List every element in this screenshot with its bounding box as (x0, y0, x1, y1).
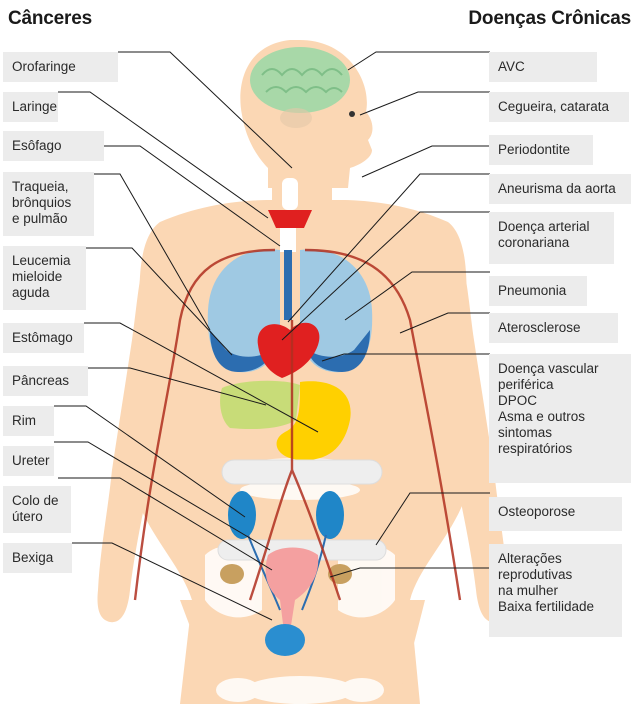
chronic-label-vascular-dpoc-asma: Doença vascular periférica DPOC Asma e o… (489, 354, 631, 483)
eye (349, 111, 355, 117)
chronic-label-cegueira: Cegueira, catarata (489, 92, 629, 122)
bladder (265, 624, 305, 656)
cancer-label-leucemia: Leucemia mieloide aguda (3, 246, 86, 310)
chronic-label-osteoporose: Osteoporose (489, 497, 622, 531)
chronic-label-avc: AVC (489, 52, 597, 82)
chronic-label-pneumonia: Pneumonia (489, 276, 587, 306)
cancer-label-esofago: Esôfago (3, 131, 104, 161)
cancer-label-orofaringe: Orofaringe (3, 52, 118, 82)
cancer-label-colo-utero: Colo de útero (3, 486, 71, 533)
cancer-label-rim: Rim (3, 406, 54, 436)
chronic-label-aneurisma: Aneurisma da aorta (489, 174, 631, 204)
cancer-label-bexiga: Bexiga (3, 543, 72, 573)
cancer-label-estomago: Estômago (3, 323, 84, 353)
chronic-label-coronariana: Doença arterial coronariana (489, 212, 614, 264)
cancer-label-pulmao: Traqueia, brônquios e pulmão (3, 172, 94, 236)
cancer-label-laringe: Laringe (3, 92, 58, 122)
chronic-label-reprodutivas: Alterações reprodutivas na mulher Baixa … (489, 544, 622, 637)
liver (220, 381, 300, 429)
body-silhouette (98, 40, 509, 704)
cancer-label-pancreas: Pâncreas (3, 366, 88, 396)
cancer-label-ureter: Ureter (3, 446, 54, 476)
ovary-left (220, 564, 244, 584)
chronic-label-periodontite: Periodontite (489, 135, 593, 165)
chronic-label-aterosclerose: Aterosclerose (489, 313, 618, 343)
